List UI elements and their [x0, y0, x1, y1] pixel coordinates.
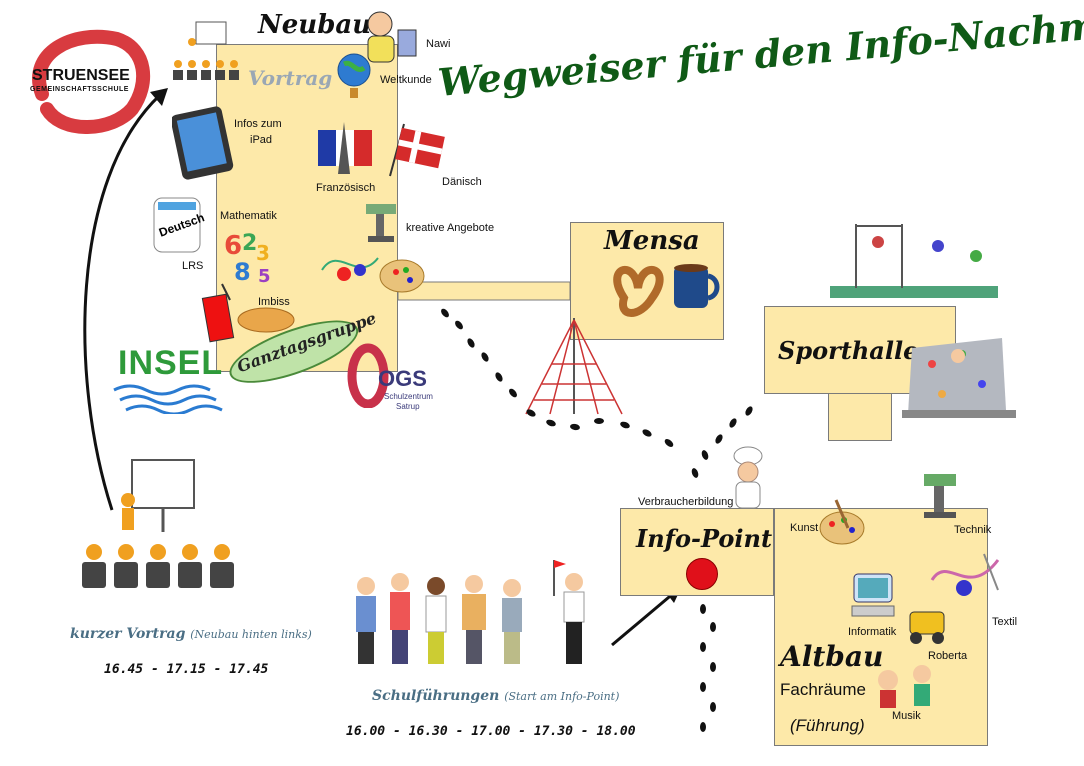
presentation-audience-icon [82, 459, 234, 588]
vortrag-times: 16.45 - 17.15 - 17.45 [104, 662, 269, 677]
vortrag-caption-main: kurzer Vortrag [70, 626, 186, 642]
ipad-label-2: iPad [250, 134, 273, 146]
logo-line2: GEMEINSCHAFTSSCHULE [30, 86, 129, 93]
fuehrung-caption: Schulführungen (Start am Info-Point) [372, 688, 619, 704]
waves-icon [113, 384, 223, 414]
infopoint-name: Info-Point [636, 524, 773, 553]
svg-text:8: 8 [234, 258, 251, 286]
presentation-small-icon [173, 21, 239, 80]
sporthalle-name: Sporthalle [778, 336, 919, 365]
svg-text:5: 5 [258, 266, 271, 287]
infopoint-dot[interactable] [686, 558, 718, 590]
neubau-name: Neubau [258, 10, 372, 40]
music-icon [878, 665, 931, 708]
tour-group-icon [356, 560, 585, 664]
technik-label: Technik [954, 524, 992, 536]
ipad-label-1: Infos zum [234, 118, 282, 130]
kunst-label: Kunst [790, 522, 819, 534]
school-logo: STRUENSEE GEMEINSCHAFTSSCHULE [22, 24, 152, 134]
mathematik-label: Mathematik [220, 210, 277, 222]
textil-sewing-icon [930, 553, 1000, 596]
logo-swirl-icon [32, 29, 151, 134]
nawi-label: Nawi [426, 38, 451, 50]
climbing-wall-icon [902, 338, 1016, 418]
ogs-letters: OGS [378, 366, 427, 391]
vortrag-caption: kurzer Vortrag (Neubau hinten links) [70, 626, 312, 642]
logo-line1: STRUENSEE [32, 67, 130, 84]
denmark-flag-icon [389, 123, 445, 177]
fuehrung-caption-main: Schulführungen [372, 688, 500, 704]
pretzel-coffee-icon [613, 264, 720, 317]
globe-icon [337, 53, 371, 98]
vortrag-caption-sub: (Neubau hinten links) [190, 628, 312, 641]
deutsch-app-icon [153, 197, 201, 253]
computer-icon [851, 573, 895, 617]
imbiss-icon [201, 283, 295, 343]
fuehrung-caption-sub: (Start am Info-Point) [504, 690, 620, 703]
climbing-net-icon [525, 318, 623, 415]
arrow-head-icon [150, 88, 168, 106]
musik-label: Musik [892, 710, 921, 722]
nawi-scientist-icon [367, 11, 417, 63]
insel-label: INSEL [118, 344, 224, 382]
crafts-icon [321, 257, 425, 293]
robot-icon [909, 611, 945, 644]
fuehrung-times: 16.00 - 16.30 - 17.00 - 17.30 - 18.00 [346, 724, 636, 739]
technik-drill-icon [924, 474, 956, 518]
weltkunde-label: Weltkunde [380, 74, 432, 86]
verbraucher-label: Verbraucherbildung [638, 496, 734, 508]
ogs-logo: OGS Schulzentrum Satrup [346, 342, 436, 412]
math-numbers-icon: 6 2 3 8 5 [224, 231, 271, 287]
ogs-o-icon [347, 343, 389, 408]
ogs-line2: Satrup [396, 402, 420, 411]
lrs-label: LRS [182, 260, 204, 272]
drill-press-icon [366, 204, 396, 242]
mensa-name: Mensa [604, 226, 700, 256]
textil-label: Textil [992, 616, 1018, 628]
france-flag-icon [318, 122, 372, 174]
franzoesisch-label: Französisch [316, 182, 376, 194]
gymnastics-icon [830, 224, 998, 298]
imbiss-label: Imbiss [258, 296, 290, 308]
informatik-label: Informatik [848, 626, 897, 638]
chef-icon [733, 446, 763, 509]
fachraeume-label: Fachräume [780, 680, 866, 699]
daenisch-label: Dänisch [442, 176, 482, 188]
svg-text:6: 6 [224, 231, 242, 261]
kreative-label: kreative Angebote [406, 222, 495, 234]
ipad-icon [172, 106, 234, 180]
altbau-name: Altbau [780, 640, 884, 673]
svg-text:3: 3 [256, 241, 270, 265]
insel-logo: INSEL [110, 344, 228, 418]
palette-icon [819, 499, 865, 545]
fuehrung-label: (Führung) [790, 716, 865, 735]
sporthalle-annex [828, 393, 892, 441]
vortrag-label: Vortrag [248, 66, 333, 90]
roberta-label: Roberta [928, 650, 968, 662]
svg-text:2: 2 [242, 231, 257, 256]
ogs-line1: Schulzentrum [384, 392, 433, 401]
